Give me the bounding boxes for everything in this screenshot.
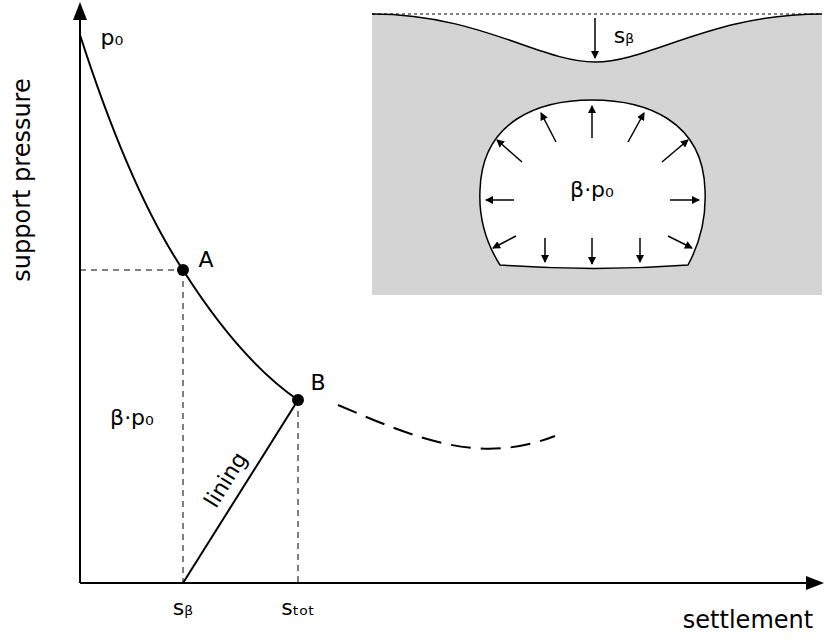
point-label: A	[198, 248, 213, 272]
axis-value: sₜₒₜ	[281, 596, 315, 620]
guide-lines	[80, 270, 298, 583]
tunnel-section	[480, 100, 705, 269]
axis-value: sᵦ	[173, 596, 193, 620]
settled-surface	[372, 14, 822, 62]
x-axis-head	[806, 576, 824, 590]
settlement-label: sᵦ	[614, 24, 634, 48]
pressure-label: β·p₀	[110, 406, 154, 430]
ground-reaction-curve	[80, 35, 298, 400]
axis-value: p₀	[101, 26, 124, 50]
support-pressure-arrows	[486, 106, 699, 264]
y-axis-head	[73, 2, 87, 20]
curve-continuation	[338, 405, 555, 449]
settlement-trough	[372, 14, 822, 62]
original-surface	[372, 14, 822, 15]
pressure-label: β·p₀	[570, 178, 614, 202]
point-marker	[177, 264, 189, 276]
x-axis	[80, 582, 815, 584]
point-label: B	[310, 371, 325, 395]
y-axis	[79, 10, 81, 583]
settlement-arrow	[594, 18, 596, 58]
ground-block	[372, 14, 822, 295]
lining-line	[183, 400, 298, 583]
axis-title: settlement	[683, 607, 813, 633]
lining-label: lining	[200, 448, 252, 512]
point-marker	[292, 394, 304, 406]
axis-title: support pressure	[9, 78, 35, 281]
